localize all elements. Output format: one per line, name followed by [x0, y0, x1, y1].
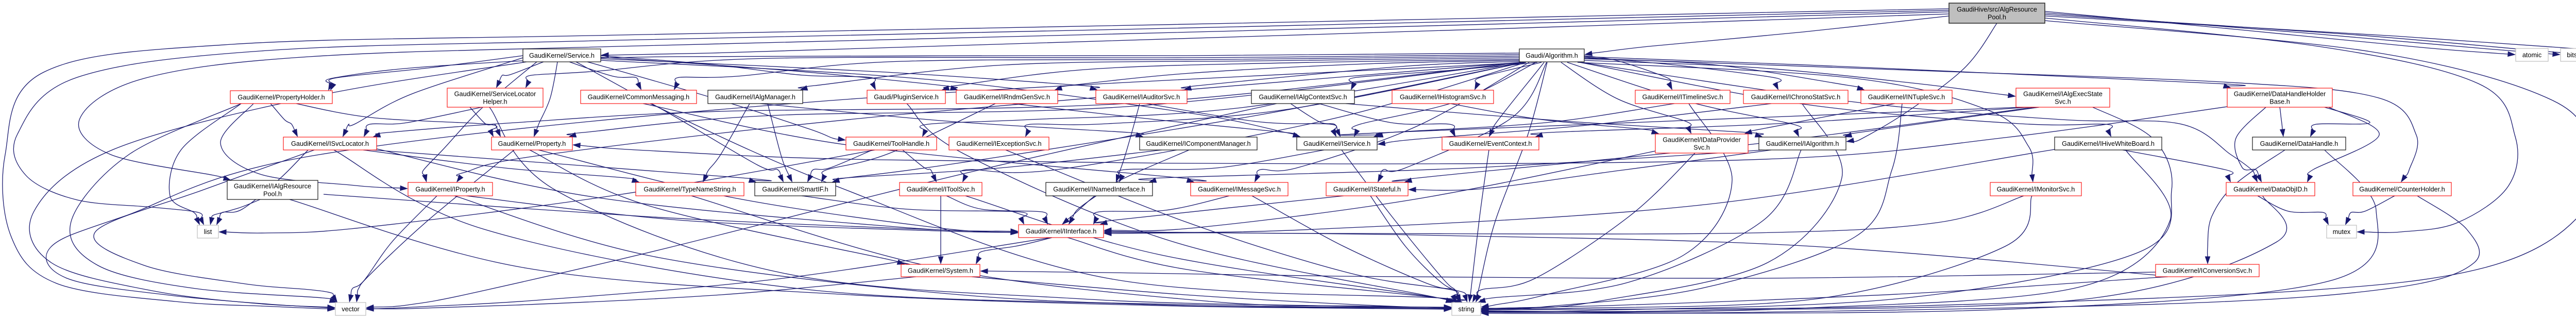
svg-text:Gaudi/Algorithm.h: Gaudi/Algorithm.h — [1526, 52, 1578, 59]
svg-text:GaudiHive/src/AlgResource: GaudiHive/src/AlgResource — [1957, 6, 2037, 13]
svg-text:string: string — [1458, 306, 1474, 313]
svg-text:GaudiKernel/DataObjID.h: GaudiKernel/DataObjID.h — [2233, 186, 2308, 193]
svg-text:GaudiKernel/IExceptionSvc.h: GaudiKernel/IExceptionSvc.h — [956, 140, 1041, 147]
svg-text:GaudiKernel/ITimelineSvc.h: GaudiKernel/ITimelineSvc.h — [1642, 94, 1723, 101]
svg-text:GaudiKernel/IRndmGenSvc.h: GaudiKernel/IRndmGenSvc.h — [964, 94, 1050, 101]
svg-text:GaudiKernel/IService.h: GaudiKernel/IService.h — [1303, 140, 1370, 147]
svg-text:GaudiKernel/IHiveWhiteBoard.h: GaudiKernel/IHiveWhiteBoard.h — [2062, 140, 2155, 147]
svg-text:GaudiKernel/IDataProvider: GaudiKernel/IDataProvider — [1663, 137, 1741, 144]
svg-text:GaudiKernel/IMessageSvc.h: GaudiKernel/IMessageSvc.h — [1198, 186, 1281, 193]
svg-text:GaudiKernel/IAlgExecState: GaudiKernel/IAlgExecState — [2023, 91, 2103, 98]
svg-text:GaudiKernel/IAlgorithm.h: GaudiKernel/IAlgorithm.h — [1766, 140, 1839, 147]
svg-text:Helper.h: Helper.h — [483, 98, 507, 106]
svg-text:GaudiKernel/IMonitorSvc.h: GaudiKernel/IMonitorSvc.h — [1997, 186, 2075, 193]
svg-text:list: list — [204, 228, 212, 236]
svg-text:GaudiKernel/IAlgResource: GaudiKernel/IAlgResource — [234, 183, 311, 190]
svg-text:Gaudi/PluginService.h: Gaudi/PluginService.h — [874, 94, 939, 101]
svg-text:GaudiKernel/CommonMessaging.h: GaudiKernel/CommonMessaging.h — [588, 94, 689, 101]
svg-text:Pool.h: Pool.h — [1988, 14, 2006, 21]
svg-text:GaudiKernel/EventContext.h: GaudiKernel/EventContext.h — [1449, 140, 1532, 147]
svg-text:bitset: bitset — [2567, 52, 2576, 59]
svg-text:GaudiKernel/IStateful.h: GaudiKernel/IStateful.h — [1333, 186, 1401, 193]
svg-text:GaudiKernel/DataHandle.h: GaudiKernel/DataHandle.h — [2260, 140, 2338, 147]
svg-text:GaudiKernel/ISvcLocator.h: GaudiKernel/ISvcLocator.h — [291, 140, 369, 147]
svg-text:GaudiKernel/IInterface.h: GaudiKernel/IInterface.h — [1026, 228, 1097, 235]
svg-text:vector: vector — [342, 306, 360, 313]
svg-text:GaudiKernel/IConversionSvc.h: GaudiKernel/IConversionSvc.h — [2163, 267, 2252, 275]
svg-text:mutex: mutex — [2333, 228, 2351, 236]
svg-text:GaudiKernel/IHistogramSvc.h: GaudiKernel/IHistogramSvc.h — [1400, 94, 1486, 101]
svg-text:Base.h: Base.h — [2269, 98, 2290, 106]
svg-text:GaudiKernel/ToolHandle.h: GaudiKernel/ToolHandle.h — [853, 140, 929, 147]
svg-text:GaudiKernel/PropertyHolder.h: GaudiKernel/PropertyHolder.h — [238, 94, 325, 101]
svg-text:Svc.h: Svc.h — [1693, 144, 1710, 152]
svg-text:GaudiKernel/IAlgManager.h: GaudiKernel/IAlgManager.h — [715, 94, 795, 101]
svg-text:GaudiKernel/IComponentManager.: GaudiKernel/IComponentManager.h — [1146, 140, 1250, 147]
svg-text:GaudiKernel/INTupleSvc.h: GaudiKernel/INTupleSvc.h — [1868, 94, 1945, 101]
svg-text:Svc.h: Svc.h — [2055, 98, 2071, 106]
svg-text:atomic: atomic — [2522, 52, 2542, 59]
svg-text:GaudiKernel/IAuditorSvc.h: GaudiKernel/IAuditorSvc.h — [1103, 94, 1180, 101]
svg-text:GaudiKernel/IToolSvc.h: GaudiKernel/IToolSvc.h — [907, 186, 975, 193]
svg-text:GaudiKernel/IChronoStatSvc.h: GaudiKernel/IChronoStatSvc.h — [1751, 94, 1841, 101]
svg-text:GaudiKernel/TypeNameString.h: GaudiKernel/TypeNameString.h — [643, 186, 736, 193]
svg-text:GaudiKernel/IAlgContextSvc.h: GaudiKernel/IAlgContextSvc.h — [1259, 94, 1347, 101]
svg-text:GaudiKernel/Property.h: GaudiKernel/Property.h — [498, 140, 566, 147]
svg-text:GaudiKernel/ServiceLocator: GaudiKernel/ServiceLocator — [454, 91, 536, 98]
svg-text:GaudiKernel/System.h: GaudiKernel/System.h — [908, 267, 973, 275]
svg-text:GaudiKernel/IProperty.h: GaudiKernel/IProperty.h — [415, 186, 485, 193]
svg-text:GaudiKernel/Service.h: GaudiKernel/Service.h — [529, 52, 595, 59]
svg-text:Pool.h: Pool.h — [263, 191, 282, 198]
svg-text:GaudiKernel/DataHandleHolder: GaudiKernel/DataHandleHolder — [2234, 91, 2326, 98]
svg-text:GaudiKernel/CounterHolder.h: GaudiKernel/CounterHolder.h — [2359, 186, 2445, 193]
svg-text:GaudiKernel/SmartIF.h: GaudiKernel/SmartIF.h — [762, 186, 828, 193]
svg-text:GaudiKernel/INamedInterface.h: GaudiKernel/INamedInterface.h — [1053, 186, 1145, 193]
